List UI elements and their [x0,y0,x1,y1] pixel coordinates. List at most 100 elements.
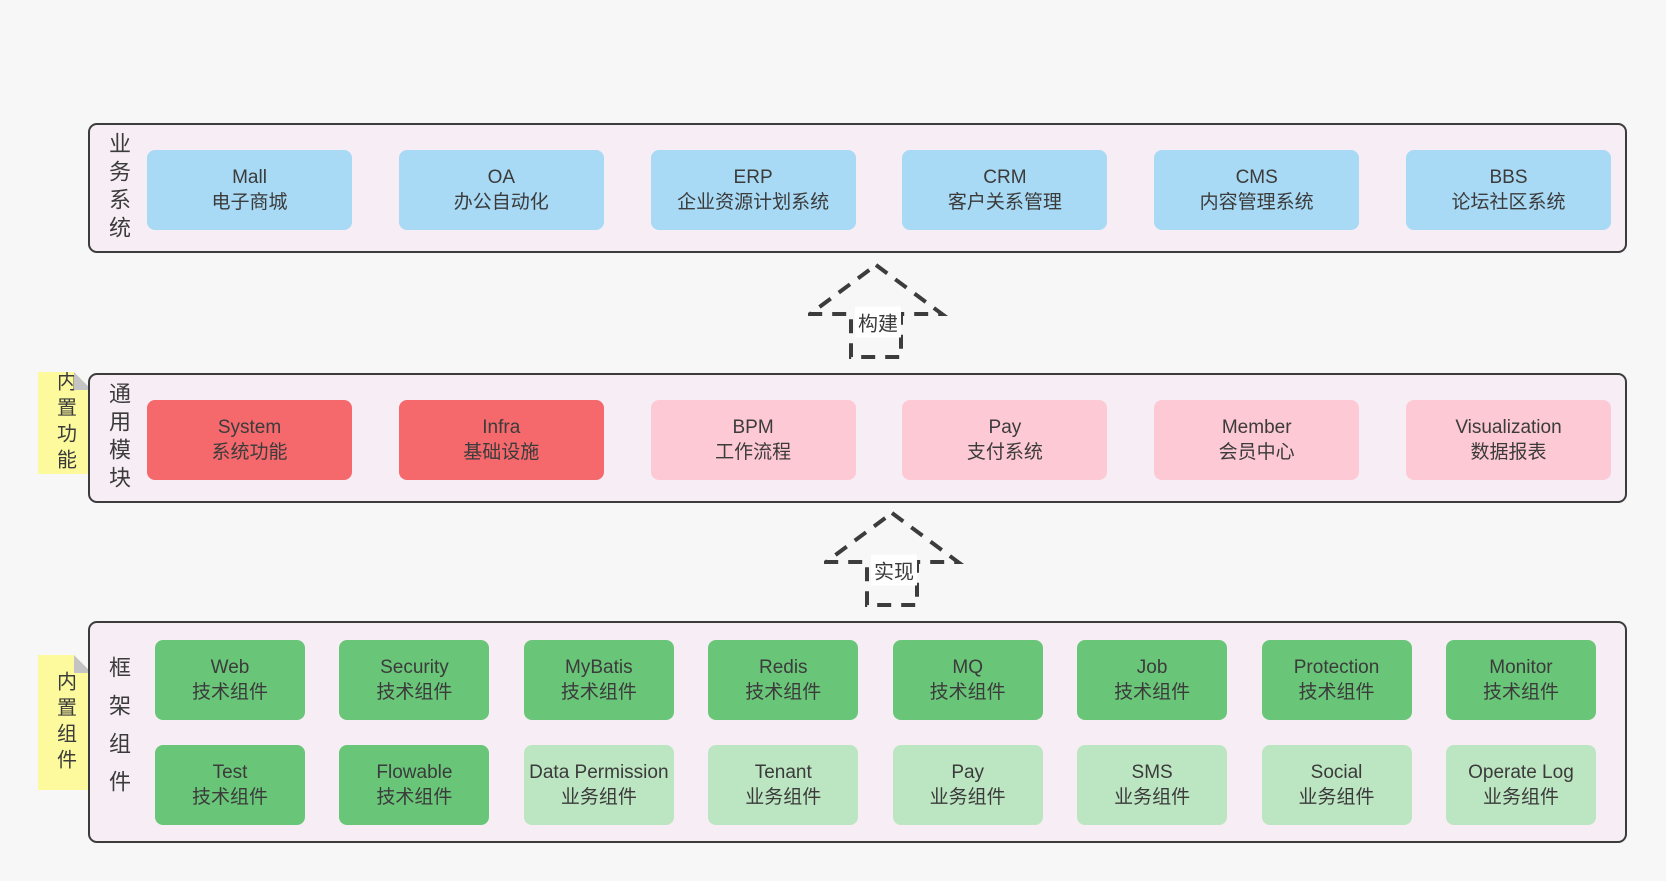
layer-label: 业务系统 [106,132,131,244]
module-box-mq: MQ 技术组件 [892,640,1043,720]
up-arrow-build: 构建 [808,262,948,362]
module-name: Mall [232,167,267,188]
module-name: Operate Log [1468,762,1574,783]
layer-label: 框架组件 [106,656,131,808]
module-desc: 技术组件 [929,682,1006,703]
module-box-member: Member 会员中心 [1154,400,1360,480]
module-box-flowable: Flowable 技术组件 [339,745,490,825]
module-name: ERP [733,167,773,188]
module-name: MyBatis [565,657,633,678]
module-box-cms: CMS 内容管理系统 [1154,150,1360,230]
module-desc: 支付系统 [966,442,1043,463]
module-box-erp: ERP 企业资源计划系统 [650,150,856,230]
module-box-bbs: BBS 论坛社区系统 [1405,150,1611,230]
module-desc: 数据报表 [1470,442,1547,463]
module-desc: 技术组件 [376,682,453,703]
module-name: MQ [952,657,983,678]
module-box-social: Social 业务组件 [1261,745,1412,825]
module-desc: 业务组件 [745,787,822,808]
sticky-note-builtin-components: 内置组件 [38,655,92,790]
module-box-operate-log: Operate Log 业务组件 [1445,745,1596,825]
module-name: Flowable [376,762,453,783]
module-name: Protection [1293,657,1380,678]
module-box-mall: Mall 电子商城 [147,150,352,230]
module-name: Visualization [1455,417,1562,438]
module-desc: 电子商城 [211,192,288,213]
module-desc: 技术组件 [191,682,268,703]
sticky-note-builtin-features: 内置功能 [38,372,92,474]
arrow-label: 构建 [855,306,901,338]
module-desc: 技术组件 [1114,682,1191,703]
module-name: Web [210,657,250,678]
module-desc: 技术组件 [191,787,268,808]
module-name: Redis [758,657,808,678]
module-desc: 业务组件 [929,787,1006,808]
module-desc: 会员中心 [1218,442,1295,463]
module-desc: 技术组件 [1298,682,1375,703]
module-desc: 技术组件 [376,787,453,808]
module-box-pay: Pay 业务组件 [892,745,1043,825]
module-name: CRM [983,167,1027,188]
module-box-visualization: Visualization 数据报表 [1405,400,1611,480]
module-desc: 内容管理系统 [1199,192,1314,213]
module-desc: 工作流程 [715,442,792,463]
module-box-security: Security 技术组件 [339,640,490,720]
module-box-pay: Pay 支付系统 [902,400,1108,480]
arrow-label: 实现 [871,554,917,586]
module-desc: 技术组件 [1482,682,1559,703]
module-desc: 业务组件 [560,787,637,808]
module-name: CMS [1235,167,1278,188]
module-desc: 业务组件 [1298,787,1375,808]
module-name: BPM [732,417,774,438]
module-name: System [217,417,282,438]
module-name: SMS [1131,762,1173,783]
module-name: Security [380,657,449,678]
module-desc: 基础设施 [463,442,540,463]
module-box-web: Web 技术组件 [155,640,305,720]
module-box-test: Test 技术组件 [155,745,305,825]
module-name: Tenant [754,762,812,783]
module-box-monitor: Monitor 技术组件 [1445,640,1596,720]
module-desc: 业务组件 [1114,787,1191,808]
module-name: Pay [951,762,985,783]
module-name: Job [1136,657,1168,678]
layer-label: 通用模块 [106,382,131,494]
module-desc: 企业资源计划系统 [677,192,830,213]
module-box-mybatis: MyBatis 技术组件 [523,640,674,720]
module-desc: 业务组件 [1482,787,1559,808]
module-name: BBS [1489,167,1528,188]
module-box-protection: Protection 技术组件 [1261,640,1412,720]
module-desc: 系统功能 [211,442,288,463]
module-name: Monitor [1489,657,1553,678]
module-desc: 技术组件 [745,682,822,703]
module-box-bpm: BPM 工作流程 [650,400,856,480]
module-name: Pay [988,417,1022,438]
module-desc: 论坛社区系统 [1451,192,1566,213]
module-box-job: Job 技术组件 [1077,640,1228,720]
module-box-crm: CRM 客户关系管理 [902,150,1108,230]
sticky-note-text: 内置组件 [53,670,76,775]
module-name: Social [1310,762,1363,783]
up-arrow-implement: 实现 [824,510,964,610]
module-box-redis: Redis 技术组件 [708,640,859,720]
module-box-sms: SMS 业务组件 [1077,745,1228,825]
module-name: Data Permission [529,762,669,783]
module-box-system: System 系统功能 [147,400,352,480]
sticky-note-text: 内置功能 [53,371,76,475]
module-name: Member [1221,417,1292,438]
module-box-tenant: Tenant 业务组件 [708,745,859,825]
module-desc: 办公自动化 [453,192,549,213]
module-desc: 技术组件 [560,682,637,703]
module-box-data-permission: Data Permission 业务组件 [523,745,674,825]
module-desc: 客户关系管理 [947,192,1062,213]
module-name: Test [212,762,248,783]
